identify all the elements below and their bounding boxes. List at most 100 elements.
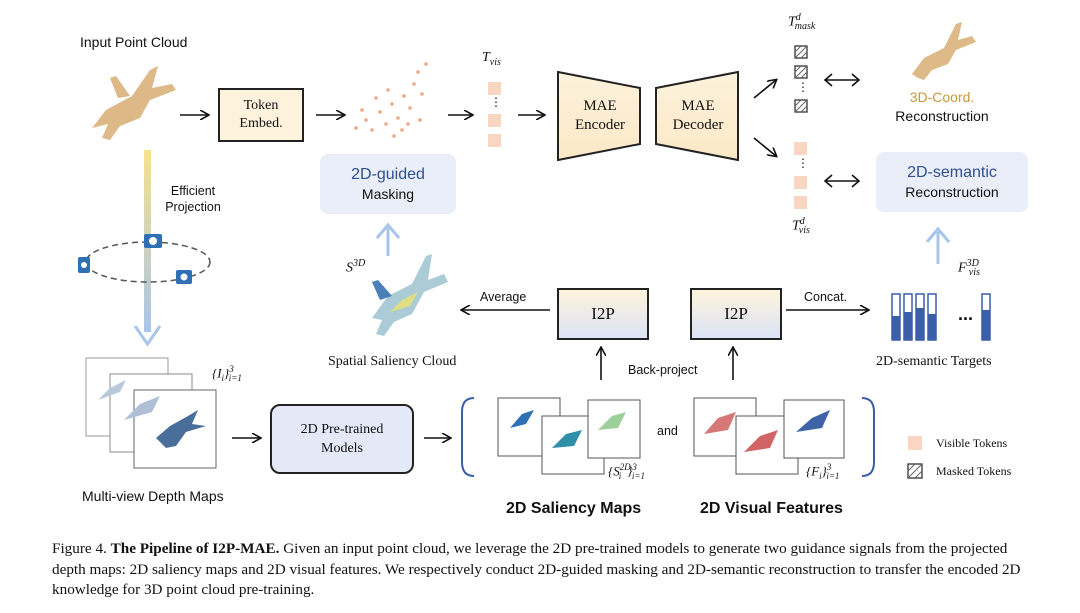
- tmask-dots: ⋮: [797, 80, 809, 94]
- visual-features-label: 2D Visual Features: [700, 500, 843, 517]
- f3d-main: F: [958, 260, 967, 276]
- double-arrow-coord: [823, 73, 861, 87]
- semantic-reconstruction-panel: 2D-semantic Reconstruction: [876, 152, 1028, 212]
- s2d-sup: 2D: [619, 462, 631, 472]
- ii-range-sub: i=1: [228, 372, 242, 383]
- double-arrow-semantic: [823, 174, 861, 188]
- f-open: {F: [806, 463, 820, 479]
- tvis-label: Tvis: [482, 50, 501, 68]
- ii-range-sup: 3: [229, 364, 234, 374]
- s2d-range-sup: 3: [632, 462, 637, 472]
- masked-token-column: [794, 45, 808, 113]
- sem-recon-title: 2D-semantic: [907, 164, 997, 181]
- tmask-main: T: [788, 14, 796, 30]
- average-label: Average: [480, 290, 527, 304]
- guided-masking-sub: Masking: [361, 186, 415, 202]
- coord-recon-title: 3D-Coord.: [909, 89, 975, 105]
- legend-visible-label: Visible Tokens: [936, 436, 1008, 450]
- mae-decoder-label: MAE Decoder: [672, 98, 724, 133]
- caption-bold: The Pipeline of I2P-MAE.: [110, 540, 280, 557]
- tvisd-sup: d: [799, 216, 805, 227]
- tvis-out-dots: ⋮: [797, 156, 809, 170]
- tmask-sub: mask: [794, 21, 816, 33]
- mae-encoder-shape: [557, 70, 641, 162]
- efficient-projection-label: Efficient Projection: [165, 184, 221, 214]
- token-embed-label: Token Embed.: [239, 98, 283, 131]
- sem-recon-sub: Reconstruction: [905, 184, 999, 200]
- f-sub: i: [819, 470, 822, 481]
- s2d-range-sub: i=1: [631, 470, 645, 481]
- concat-label: Concat.: [804, 290, 848, 304]
- f3d-sup: 3D: [966, 258, 979, 269]
- semantic-target-bars: [891, 293, 991, 341]
- saliency-set-label: {S2Di}3i=1: [608, 462, 645, 481]
- left-bracket: [461, 397, 475, 477]
- input-point-cloud-label: Input Point Cloud: [80, 34, 188, 50]
- back-project-label: Back-project: [628, 363, 698, 377]
- tvis-d-label: Tdvis: [792, 216, 810, 236]
- i2p-left-label: I2P: [591, 304, 615, 323]
- i2p-box-right: I2P: [690, 288, 782, 340]
- token-embed-box: Token Embed.: [218, 88, 304, 142]
- saliency-maps-label: 2D Saliency Maps: [506, 500, 642, 517]
- tmask-d-label: Tdmask: [788, 12, 815, 32]
- right-bracket: [861, 397, 875, 477]
- camera-icon: [78, 234, 192, 284]
- legend-visible-swatch: [908, 436, 922, 450]
- s3d-label: S3D: [346, 258, 365, 277]
- tvis-token-column: [488, 82, 501, 147]
- legend-masked-swatch: [907, 463, 923, 479]
- tmask-sup: d: [795, 12, 801, 23]
- tvis-label-sub: vis: [489, 56, 501, 68]
- arrow-to-masked-output: [753, 80, 776, 99]
- f-range-sub: i=1: [826, 470, 840, 481]
- arrow-to-visible-output: [753, 137, 776, 156]
- spatial-saliency-label: Spatial Saliency Cloud: [328, 354, 457, 369]
- coord-recon-sub: Reconstruction: [895, 108, 989, 124]
- mae-encoder-label: MAE Encoder: [575, 98, 625, 133]
- caption-text: Given an input point cloud, we leverage …: [52, 540, 1021, 598]
- tvis-dots: ⋮: [490, 95, 502, 109]
- s2d-open: {S: [608, 463, 620, 479]
- i2p-right-label: I2P: [724, 304, 748, 323]
- f3d-vis-label: F3Dvis: [958, 258, 980, 278]
- i2p-box-left: I2P: [557, 288, 649, 340]
- feature-set-label: {Fi}3i=1: [806, 462, 839, 481]
- semantic-targets-label: 2D-semantic Targets: [876, 354, 992, 369]
- s2d-close: }: [627, 463, 633, 479]
- s2d-sub: i: [618, 470, 622, 481]
- figure-caption: Figure 4. The Pipeline of I2P-MAE. Given…: [52, 539, 1042, 601]
- ii-close: }: [224, 365, 230, 381]
- saliency-map-stack: [497, 397, 641, 475]
- guided-masking-panel: 2D-guided Masking: [320, 154, 456, 214]
- projection-arrow-head: [133, 325, 162, 347]
- f-close: }: [821, 463, 827, 479]
- reconstructed-airplane-icon: [912, 22, 976, 80]
- s3d-sup: 3D: [353, 258, 366, 269]
- mae-decoder-shape: [655, 70, 739, 162]
- depth-map-stack: [85, 357, 217, 469]
- pretrained-models-box: 2D Pre-trained Models: [270, 404, 414, 474]
- pretrained-models-label: 2D Pre-trained Models: [300, 422, 384, 456]
- saliency-cloud-airplane-icon: [372, 254, 448, 336]
- visible-output-token-column: [794, 142, 807, 209]
- visual-feature-stack: [693, 397, 845, 475]
- tvis-label-main: T: [482, 50, 490, 65]
- coord-reconstruction-label: 3D-Coord. Reconstruction: [882, 88, 1002, 126]
- ii-open: {I: [212, 365, 222, 381]
- and-label: and: [657, 424, 678, 438]
- ii-sub: i: [221, 372, 225, 383]
- tvisd-main: T: [792, 218, 800, 234]
- guided-masking-title: 2D-guided: [351, 166, 425, 183]
- tvisd-sub: vis: [798, 225, 810, 237]
- f-range-sup: 3: [826, 462, 832, 472]
- depth-maps-label: Multi-view Depth Maps: [82, 488, 224, 504]
- caption-prefix: Figure 4.: [52, 540, 111, 557]
- token-point-scatter: [354, 62, 428, 138]
- legend-masked-label: Masked Tokens: [936, 464, 1012, 478]
- feature-ellipsis: ...: [958, 304, 974, 324]
- depth-map-set-label: {Ii}3i=1: [212, 364, 242, 383]
- s3d-main: S: [346, 260, 353, 276]
- input-airplane-icon: [92, 66, 176, 140]
